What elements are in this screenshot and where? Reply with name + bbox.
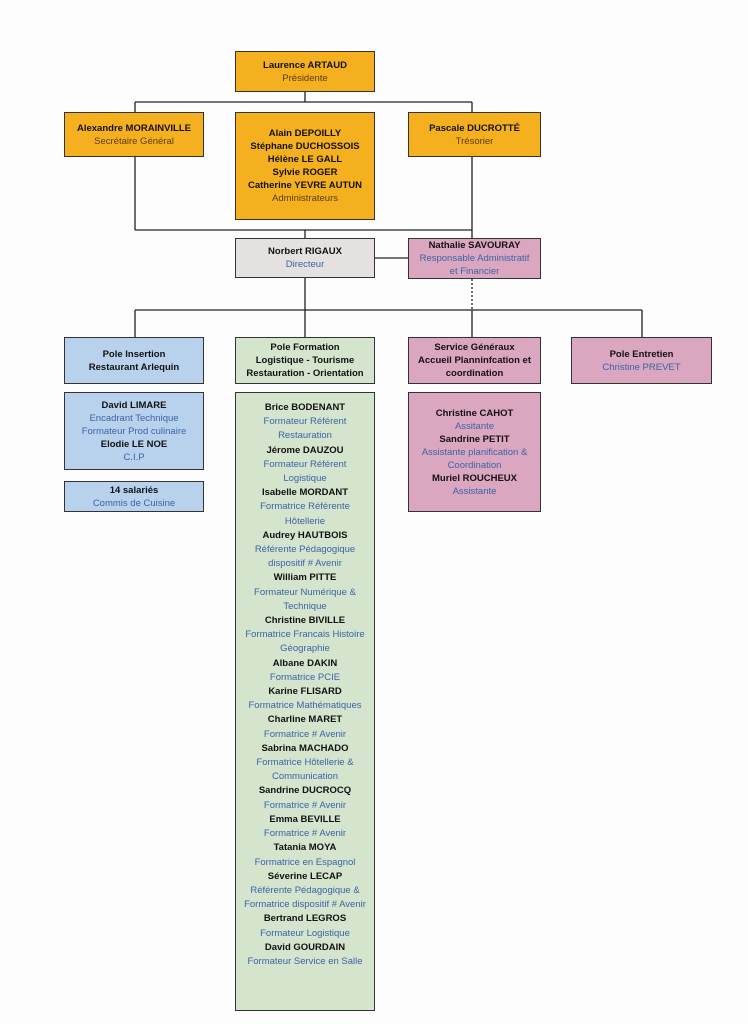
- staff-role: Formatrice PCIE: [269, 671, 341, 683]
- insertion-staff-box: David LIMARE Encadrant Technique Formate…: [64, 392, 204, 470]
- staff-name: Christine CAHOT: [435, 407, 514, 419]
- staff-name: Elodie LE NOE: [100, 438, 168, 450]
- staff-role: Hôtellerie: [284, 515, 326, 527]
- pole-entretien-member: Christine PREVET: [602, 361, 681, 373]
- staff-name: Sandrine DUCROCQ: [258, 785, 352, 797]
- raf-box: Nathalie SAVOURAY Responsable Administra…: [408, 238, 541, 279]
- staff-name: Muriel ROUCHEUX: [432, 472, 517, 484]
- president-role: Présidente: [282, 72, 328, 84]
- staff-name: Bertrand LEGROS: [263, 913, 347, 925]
- staff-name: Sabrina MACHADO: [261, 742, 349, 754]
- pole-formation-title: Restauration - Orientation: [246, 368, 364, 379]
- staff-role: Formateur Numérique &: [254, 586, 356, 598]
- director-role: Directeur: [285, 259, 325, 270]
- director-box: Norbert RIGAUX Directeur: [235, 238, 375, 278]
- staff-role: Coordination: [447, 459, 502, 471]
- secretary-role: Secrétaire Général: [94, 135, 174, 147]
- staff-role: Formatrice Hôtellerie &: [256, 757, 354, 769]
- admin-name: Stéphane DUCHOSSOIS: [250, 141, 360, 152]
- pole-insertion-title: Restaurant Arlequin: [88, 361, 180, 373]
- salaries-role: Commis de Cuisine: [92, 497, 176, 509]
- staff-role: Restauration: [278, 430, 332, 442]
- pole-insertion-box: Pole Insertion Restaurant Arlequin: [64, 337, 204, 384]
- service-generaux-box: Service Généraux Accueil Planninfcation …: [408, 337, 541, 384]
- pole-entretien-box: Pole Entretien Christine PREVET: [571, 337, 712, 384]
- staff-role: Assistante planification &: [421, 446, 528, 458]
- staff-name: William PITTE: [273, 572, 337, 584]
- staff-name: Albane DAKIN: [272, 657, 338, 669]
- staff-role: Formateur Logistique: [260, 927, 350, 939]
- administrators-box: Alain DEPOILLY Stéphane DUCHOSSOIS Hélèn…: [235, 112, 375, 220]
- staff-role: C.I.P: [123, 451, 145, 463]
- services-staff-box: Christine CAHOT Assitante Sandrine PETIT…: [408, 392, 541, 512]
- treasurer-role: Trésorier: [455, 135, 494, 147]
- staff-name: Christine BIVILLE: [264, 615, 346, 627]
- staff-name: Audrey HAUTBOIS: [262, 529, 348, 541]
- service-generaux-title: Accueil Planninfcation et: [418, 355, 531, 366]
- staff-role: Formatrice Référente: [260, 501, 350, 513]
- service-generaux-title: coordination: [445, 368, 504, 379]
- pole-entretien-title: Pole Entretien: [609, 348, 674, 360]
- secretary-box: Alexandre MORAINVILLE Secrétaire Général: [64, 112, 204, 157]
- raf-role: et Financier: [449, 266, 500, 277]
- staff-role: dispositif # Avenir: [268, 558, 342, 570]
- service-generaux-title: Service Généraux: [434, 342, 515, 353]
- staff-name: Isabelle MORDANT: [261, 487, 349, 499]
- staff-role: Logistique: [283, 473, 327, 485]
- admin-name: Alain DEPOILLY: [268, 128, 342, 139]
- staff-role: Formatrice Mathématiques: [248, 700, 362, 712]
- staff-role: Communication: [272, 771, 338, 783]
- treasurer-name: Pascale DUCROTTÉ: [429, 122, 520, 134]
- staff-role: Référente Pédagogique: [254, 544, 356, 556]
- staff-role: Formateur Référent: [263, 416, 347, 428]
- pole-formation-box: Pole Formation Logistique - Tourisme Res…: [235, 337, 375, 384]
- salaries-count: 14 salariés: [109, 484, 159, 496]
- raf-name: Nathalie SAVOURAY: [428, 240, 521, 251]
- staff-role: Formateur Service en Salle: [247, 955, 363, 967]
- pole-formation-title: Pole Formation: [270, 342, 340, 353]
- staff-name: David GOURDAIN: [264, 941, 346, 953]
- raf-role: Responsable Administratif: [419, 253, 530, 264]
- staff-role: Formatrice dispositif # Avenir: [244, 899, 366, 911]
- formation-staff-box: Brice BODENANT Formateur Référent Restau…: [235, 392, 375, 1011]
- staff-role: Formatrice # Avenir: [263, 799, 347, 811]
- admin-name: Sylvie ROGER: [272, 167, 338, 178]
- president-name: Laurence ARTAUD: [263, 59, 347, 71]
- staff-name: Emma BEVILLE: [269, 813, 341, 825]
- staff-name: Sandrine PETIT: [439, 433, 510, 445]
- director-name: Norbert RIGAUX: [268, 246, 342, 257]
- secretary-name: Alexandre MORAINVILLE: [76, 122, 192, 134]
- staff-name: Charline MARET: [267, 714, 343, 726]
- staff-role: Assitante: [454, 420, 495, 432]
- president-box: Laurence ARTAUD Présidente: [235, 51, 375, 92]
- staff-role: Formateur Référent: [263, 458, 347, 470]
- treasurer-box: Pascale DUCROTTÉ Trésorier: [408, 112, 541, 157]
- staff-role: Référente Pédagogique &: [250, 884, 360, 896]
- staff-role: Formatrice # Avenir: [263, 728, 347, 740]
- staff-name: Tatania MOYA: [273, 842, 337, 854]
- staff-name: Jérome DAUZOU: [266, 444, 344, 456]
- staff-name: Karine FLISARD: [268, 686, 342, 698]
- pole-insertion-title: Pole Insertion: [102, 348, 166, 360]
- admin-name: Catherine YEVRE AUTUN: [247, 180, 363, 191]
- staff-role: Géographie: [280, 643, 330, 655]
- staff-role: Formatrice # Avenir: [263, 828, 347, 840]
- staff-role: Encadrant Technique: [89, 412, 179, 424]
- salaries-box: 14 salariés Commis de Cuisine: [64, 481, 204, 512]
- staff-name: David LIMARE: [101, 399, 167, 411]
- staff-role: Formatrice Francais Histoire: [245, 629, 365, 641]
- staff-name: Séverine LECAP: [267, 870, 343, 882]
- staff-role: Formatrice en Espagnol: [254, 856, 356, 868]
- administrators-role: Administrateurs: [272, 193, 338, 204]
- staff-role: Assistante: [452, 485, 497, 497]
- pole-formation-title: Logistique - Tourisme: [255, 355, 355, 366]
- staff-role: Technique: [283, 600, 327, 612]
- admin-name: Hélène LE GALL: [267, 154, 343, 165]
- staff-name: Brice BODENANT: [264, 402, 346, 413]
- staff-role: Formateur Prod culinaire: [81, 425, 187, 437]
